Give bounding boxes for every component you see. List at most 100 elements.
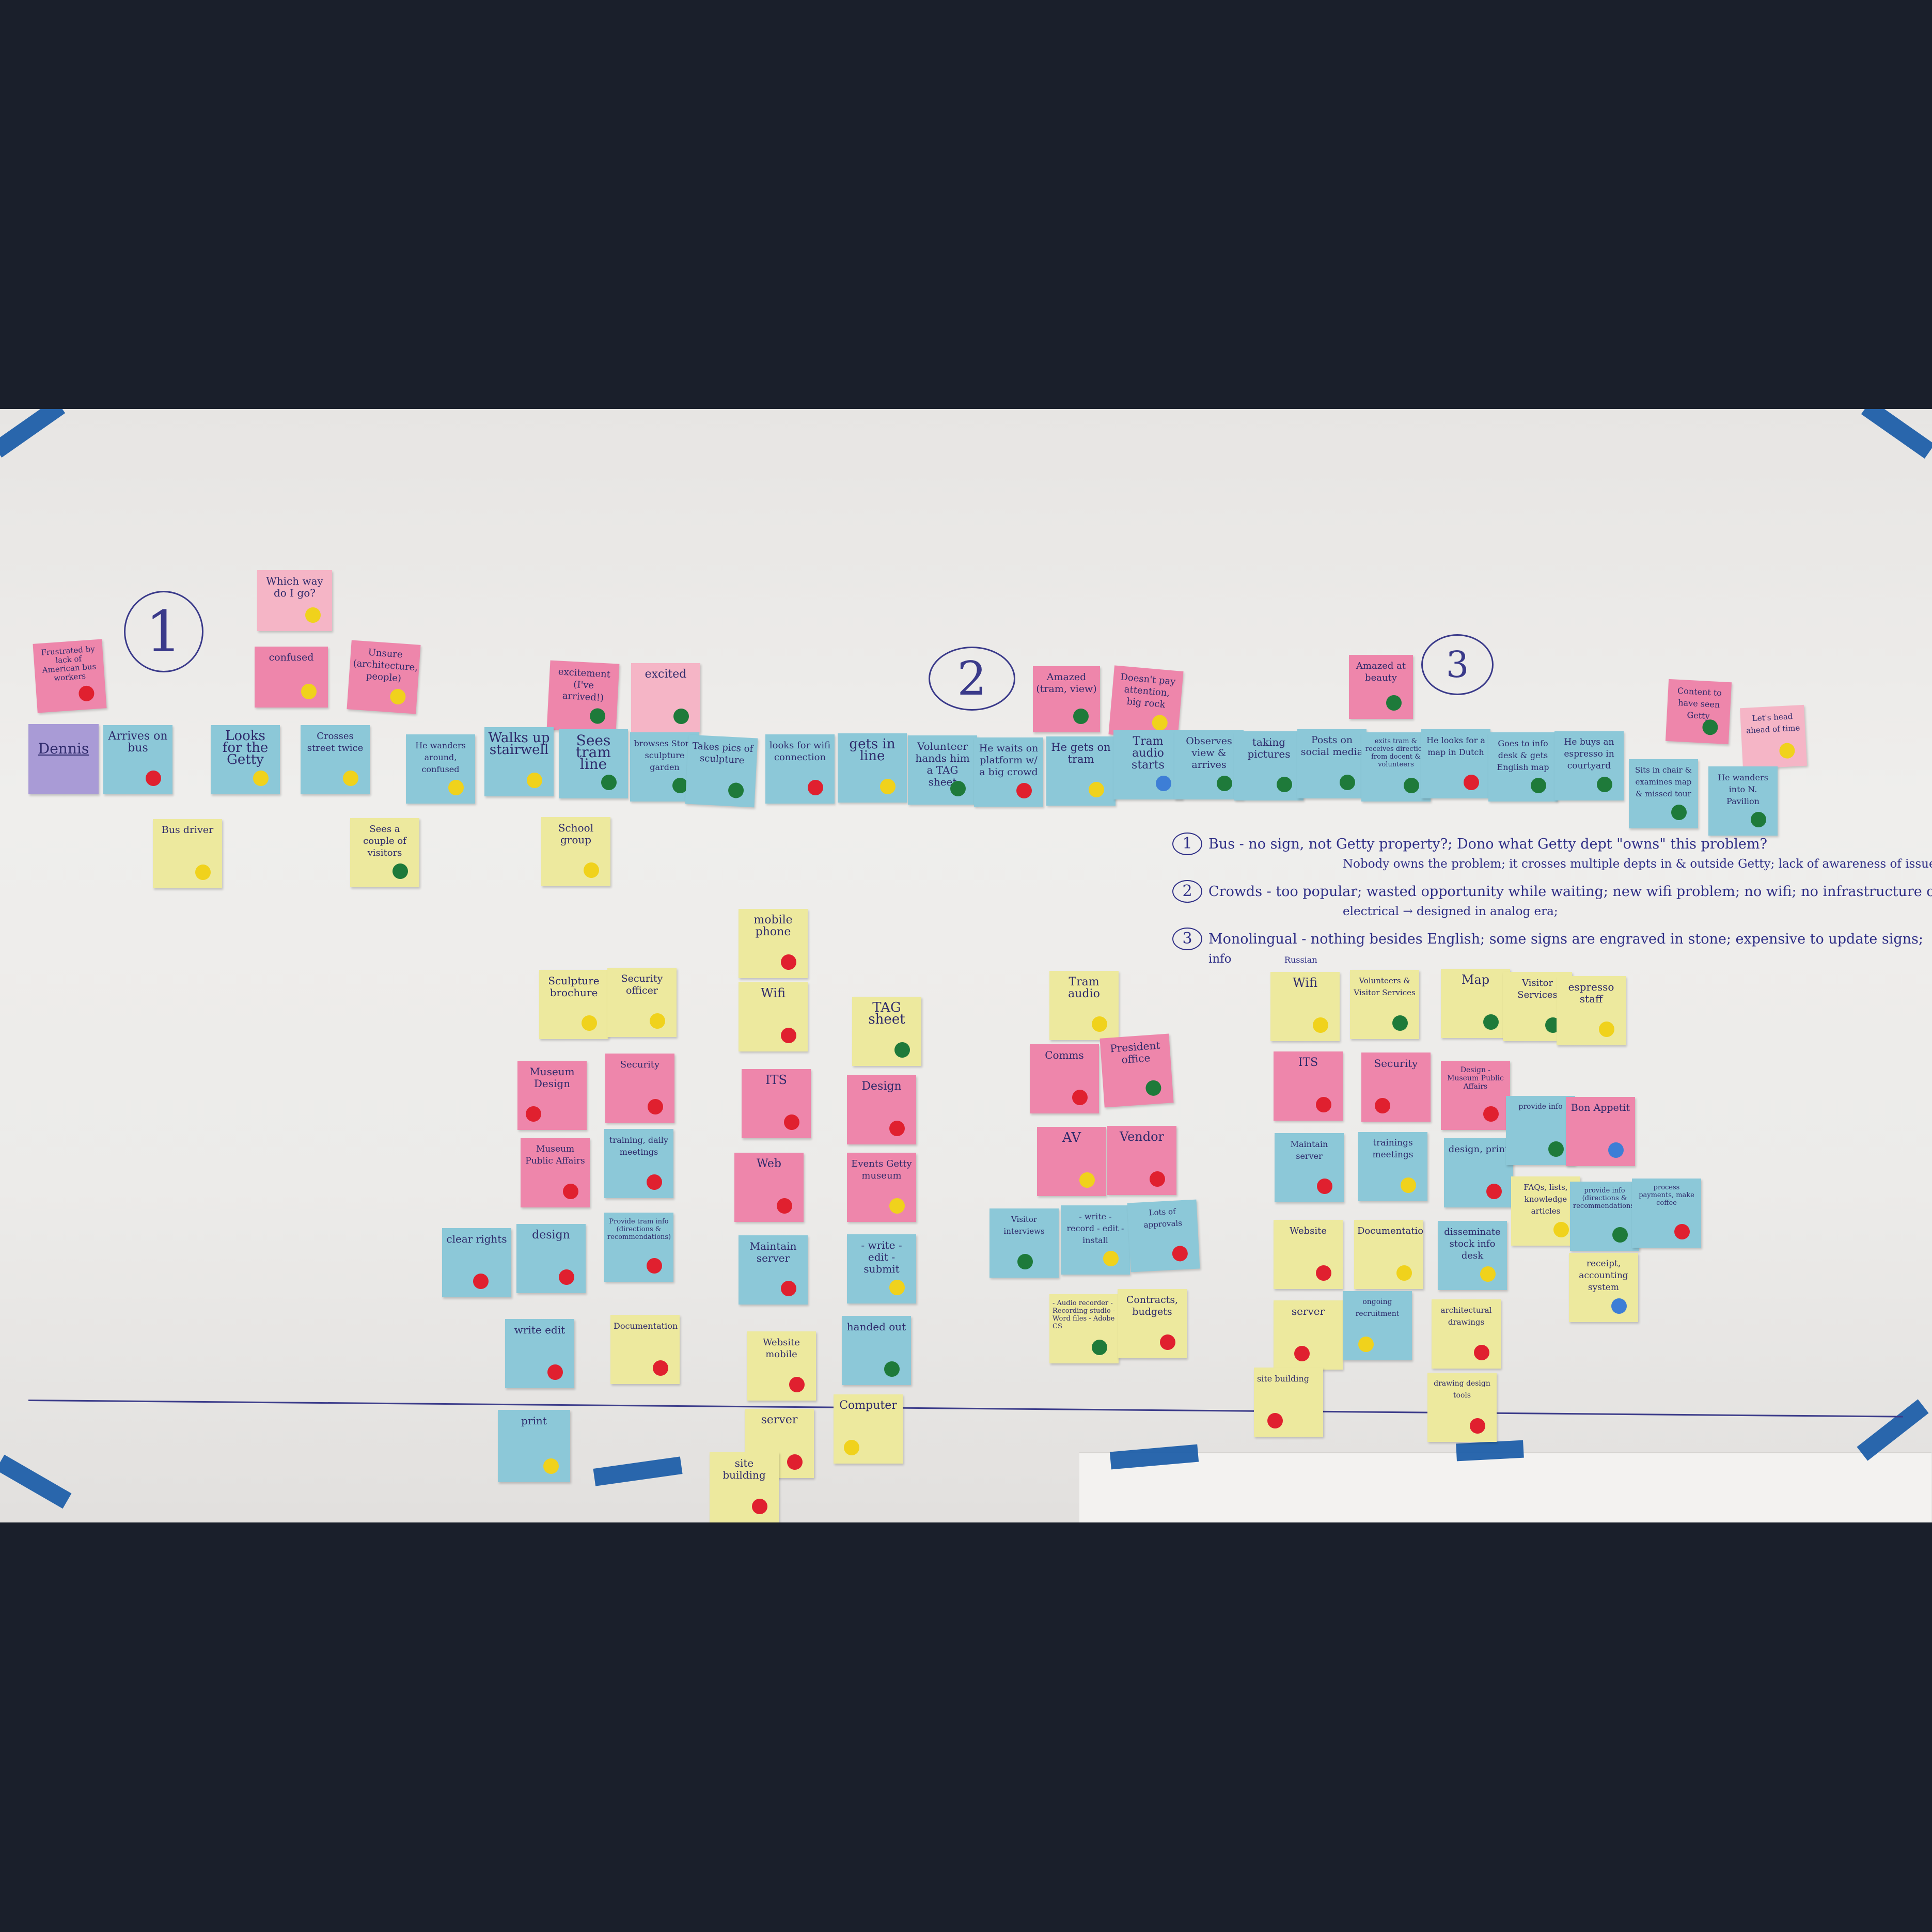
- backstage-note: Provide tram info (directions & recommen…: [604, 1213, 673, 1282]
- frontstage-note: Wifi: [1270, 972, 1340, 1041]
- backstage-note: ITS: [1274, 1051, 1343, 1121]
- backstage-note: architectural drawings: [1432, 1299, 1501, 1369]
- backstage-note: Design: [847, 1075, 916, 1144]
- backstage-note: Museum Public Affairs: [521, 1138, 590, 1207]
- persona-note: Dennis: [28, 724, 99, 794]
- tape: [0, 1454, 72, 1509]
- step-note: Looks for the Getty: [211, 725, 280, 794]
- backstage-note: print: [498, 1410, 570, 1482]
- backstage-note: Visitor interviews: [989, 1208, 1059, 1278]
- step-note: looks for wifi connection: [765, 734, 835, 804]
- step-note: He gets on tram: [1046, 736, 1116, 806]
- backstage-note: Events Getty museum: [847, 1153, 916, 1222]
- backstage-note: write edit: [505, 1319, 574, 1388]
- tape: [1857, 1399, 1929, 1461]
- backstage-note: Documentation: [1354, 1220, 1423, 1289]
- backstage-note: - write - record - edit - install: [1061, 1205, 1130, 1275]
- note-line-2-cont: electrical → designed in analog era;: [1343, 905, 1558, 918]
- backstage-note: Security: [1361, 1053, 1431, 1122]
- backstage-note: Documentation: [610, 1315, 680, 1384]
- backstage-note: provide info: [1506, 1096, 1575, 1165]
- frontstage-note: espresso staff: [1557, 976, 1626, 1045]
- step-note: He wanders into N. Pavilion: [1708, 766, 1778, 836]
- step-note: Posts on social media: [1297, 729, 1366, 798]
- backstage-note: handed out: [842, 1316, 911, 1385]
- backstage-note: Website mobile: [747, 1331, 816, 1401]
- backstage-note: receipt, accounting system: [1569, 1253, 1638, 1322]
- backstage-note: Lots of approvals: [1127, 1199, 1200, 1273]
- section-marker-1: 1: [124, 591, 203, 672]
- frontstage-note: Security officer: [607, 968, 677, 1037]
- frontstage-note: mobile phone: [739, 909, 808, 978]
- frontstage-note: Sculpture brochure: [539, 970, 608, 1039]
- backstage-note: server: [1274, 1300, 1343, 1370]
- step-note: He waits on platform w/ a big crowd: [974, 737, 1043, 807]
- emotion-note: Content to have seen Getty: [1665, 679, 1732, 745]
- backstage-note: site building: [710, 1452, 779, 1522]
- emotion-note: Amazed at beauty: [1349, 655, 1413, 719]
- backstage-note: Maintain server: [1275, 1133, 1344, 1202]
- backstage-note: Contracts, budgets: [1118, 1289, 1187, 1358]
- actor-note: Sees a couple of visitors: [350, 818, 419, 887]
- step-note: Observes view & arrives: [1174, 730, 1244, 799]
- backstage-note: Maintain server: [739, 1235, 808, 1305]
- backstage-note: drawing design tools: [1427, 1373, 1497, 1442]
- backstage-note: Computer: [834, 1394, 903, 1464]
- tape: [593, 1456, 683, 1486]
- backstage-note: provide info (directions & recommendatio…: [1570, 1182, 1639, 1251]
- step-note: exits tram & receives direction from doc…: [1361, 732, 1431, 802]
- actor-note: School group: [541, 817, 610, 886]
- backstage-note: Bon Appetit: [1566, 1097, 1635, 1166]
- backstage-note: Security: [605, 1054, 674, 1123]
- actor-note: Bus driver: [153, 819, 222, 888]
- backstage-note: site building: [1254, 1368, 1323, 1437]
- backstage-note: clear rights: [442, 1228, 511, 1297]
- backstage-note: Design - Museum Public Affairs: [1441, 1061, 1510, 1130]
- backstage-note: ITS: [742, 1069, 811, 1138]
- emotion-note: Amazed (tram, view): [1033, 666, 1100, 732]
- step-note: He wanders around, confused: [406, 734, 475, 804]
- paper-sheet: [1079, 1452, 1931, 1522]
- frontstage-note: TAG sheet: [852, 997, 921, 1066]
- backstage-note: President office: [1099, 1033, 1174, 1108]
- backstage-note: - Audio recorder - Recording studio - Wo…: [1049, 1294, 1119, 1363]
- step-note: Takes pics of sculpture: [685, 734, 758, 808]
- backstage-note: training, daily meetings: [604, 1129, 673, 1198]
- backstage-note: Web: [734, 1153, 804, 1222]
- emotion-note: Frustrated by lack of American bus worke…: [33, 639, 107, 713]
- emotion-note: excited: [631, 663, 700, 732]
- step-note: taking pictures: [1234, 731, 1303, 800]
- backstage-note: design: [516, 1224, 586, 1293]
- backstage-note: disseminate stock info desk: [1438, 1221, 1507, 1290]
- step-note: He buys an espresso in courtyard: [1554, 731, 1624, 800]
- frontstage-note: Map: [1441, 969, 1510, 1038]
- step-note: Sits in chair & examines map & missed to…: [1629, 759, 1698, 828]
- backstage-note: Vendor: [1107, 1126, 1176, 1195]
- step-note: Tram audio starts: [1113, 730, 1183, 799]
- backstage-note: Website: [1274, 1220, 1343, 1289]
- backstage-note: Comms: [1030, 1044, 1099, 1113]
- note-line-3-cont: info Russian: [1208, 952, 1317, 966]
- backstage-note: FAQs, lists, knowledge articles: [1511, 1176, 1580, 1246]
- backstage-note: AV: [1037, 1127, 1106, 1196]
- step-note: Arrives on bus: [103, 725, 172, 794]
- backstage-note: - write - edit - submit: [847, 1234, 916, 1303]
- emotion-note: Doesn't pay attention, big rock: [1108, 665, 1184, 741]
- frontstage-note: Tram audio: [1049, 971, 1119, 1040]
- emotion-note: Unsure (architecture, people): [347, 640, 421, 714]
- step-note: Goes to info desk & gets English map: [1488, 732, 1558, 802]
- backstage-note: process payments, make coffee: [1632, 1179, 1701, 1248]
- section-marker-3: 3: [1421, 634, 1494, 695]
- section-marker-2: 2: [929, 647, 1015, 711]
- frontstage-note: Volunteers & Visitor Services: [1350, 970, 1419, 1039]
- tape: [0, 409, 66, 458]
- backstage-note: ongoing recruitment: [1343, 1291, 1412, 1360]
- step-note: Walks up stairwell: [484, 727, 554, 796]
- backstage-note: Museum Design: [517, 1061, 587, 1130]
- step-note: Volunteer hands him a TAG sheet: [908, 735, 977, 805]
